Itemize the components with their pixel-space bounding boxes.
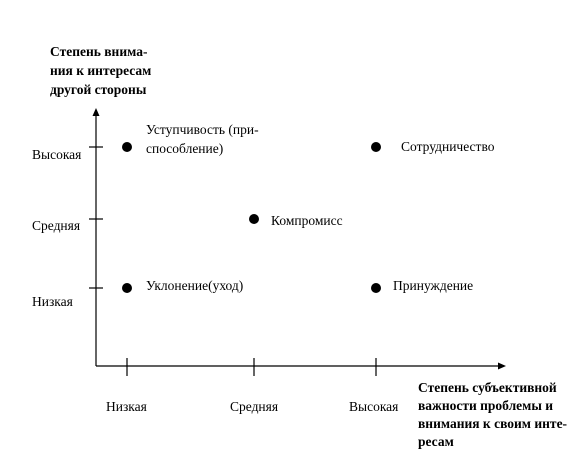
y-axis-arrow — [92, 108, 100, 116]
x-tick-label: Высокая — [349, 399, 398, 414]
point-label: Принуждение — [393, 278, 473, 293]
points: Уступчивость (при-способление) Сотрудниче… — [122, 122, 495, 293]
point-marker — [371, 283, 381, 293]
y-tick-label: Низкая — [32, 294, 73, 309]
x-tick-label: Средняя — [230, 399, 278, 414]
point-label: Уклонение(уход) — [146, 278, 243, 293]
axes — [92, 108, 506, 370]
y-tick-label: Высокая — [32, 147, 81, 162]
x-tick-label: Низкая — [106, 399, 147, 414]
point-marker — [371, 142, 381, 152]
point-label: Уступчивость (при-способление) — [146, 122, 259, 156]
point-marker — [249, 214, 259, 224]
ticks — [89, 146, 377, 376]
point-marker — [122, 283, 132, 293]
point-marker — [122, 142, 132, 152]
point-label: Компромисс — [271, 213, 343, 228]
y-tick-label: Средняя — [32, 218, 80, 233]
x-axis-arrow — [498, 362, 506, 370]
point-label: Сотрудничество — [401, 139, 495, 154]
